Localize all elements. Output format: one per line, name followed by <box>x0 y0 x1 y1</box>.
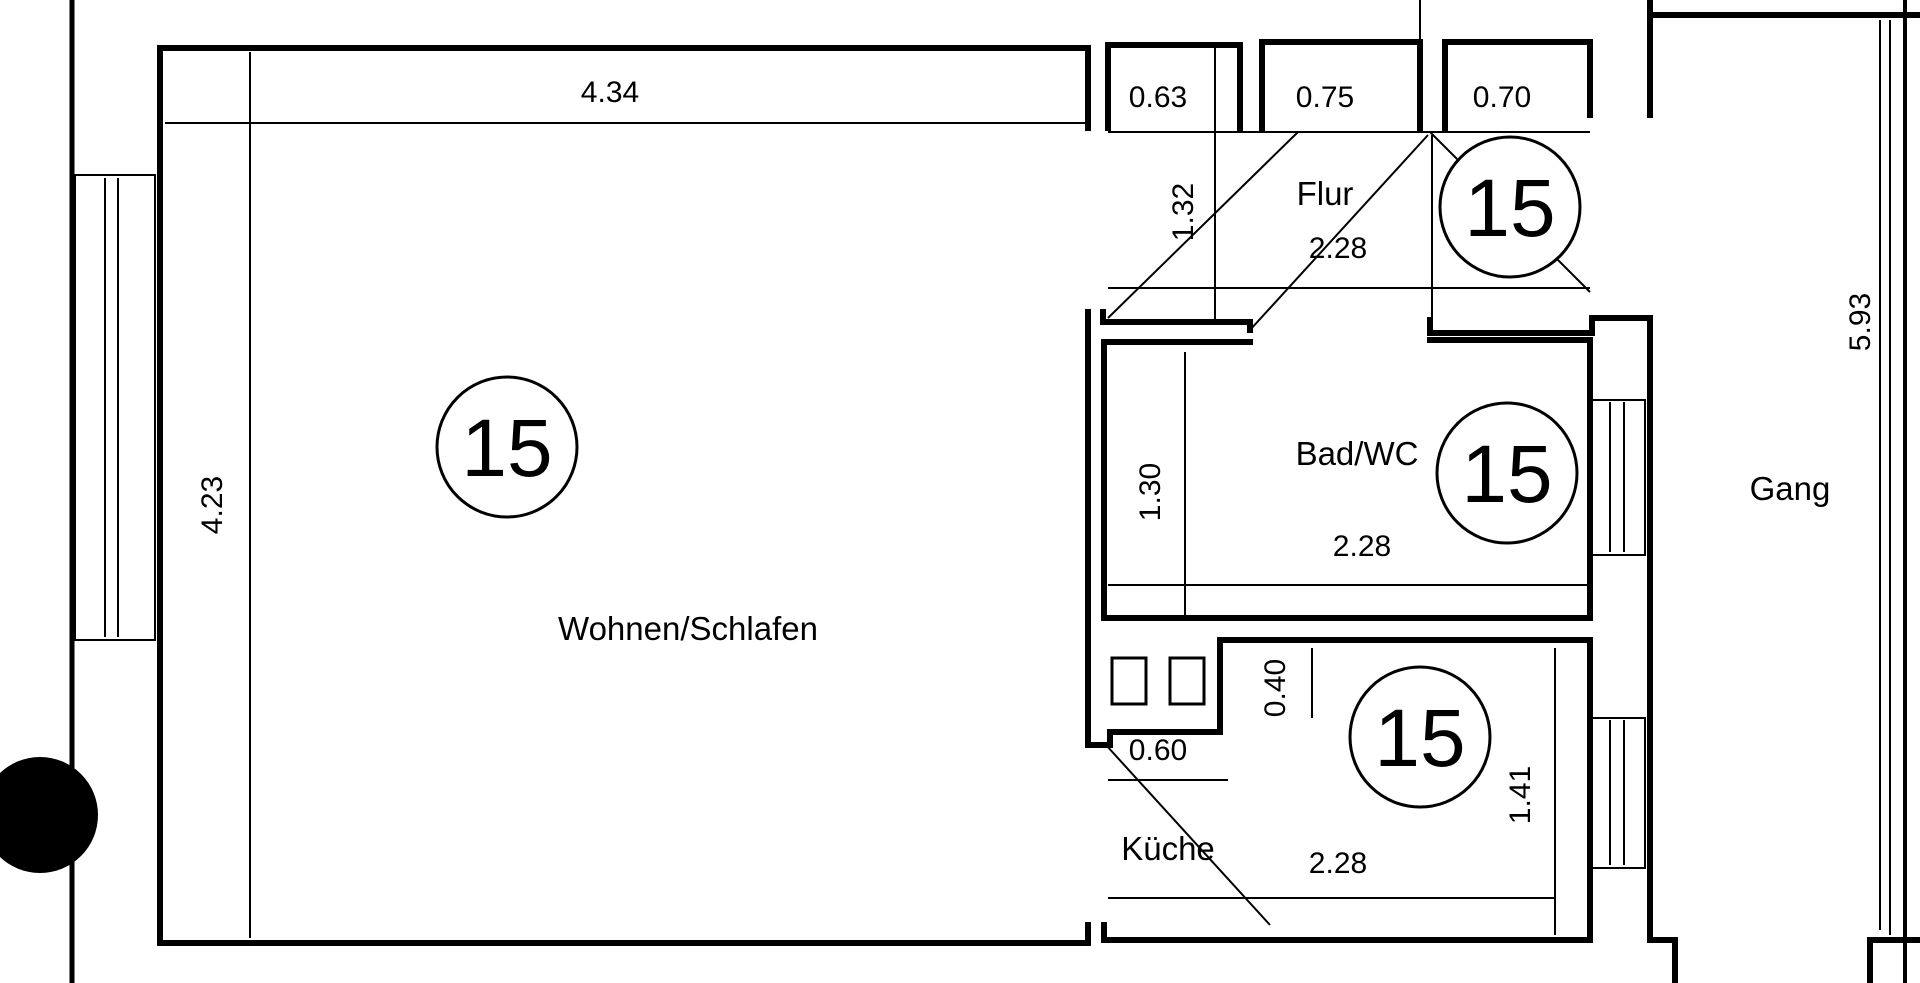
gang-area <box>1589 0 1920 983</box>
dim-bad-height: 1.30 <box>1134 463 1167 521</box>
dim-gang-length: 5.93 <box>1844 293 1877 351</box>
left-window <box>74 174 156 641</box>
badge-kueche: 15 <box>1348 665 1492 809</box>
dim-bad-width: 2.28 <box>1333 530 1391 563</box>
dim-kueche-shaft-width: 0.60 <box>1129 734 1187 767</box>
room-label-kueche: Küche <box>1121 830 1215 867</box>
closets <box>1105 0 1653 131</box>
dimension-labels: 4.34 4.23 0.63 0.75 0.70 1.32 2.28 1.30 … <box>196 76 1877 880</box>
badge-kueche-number: 15 <box>1374 693 1465 784</box>
room-kueche <box>1101 637 1646 943</box>
badge-flur-number: 15 <box>1464 163 1555 254</box>
room-flur <box>1100 131 1595 336</box>
room-label-bad: Bad/WC <box>1296 435 1419 472</box>
room-labels: Wohnen/Schlafen Flur Bad/WC Küche Gang <box>558 175 1830 867</box>
dimension-lines <box>165 20 1891 938</box>
shaft-2 <box>1168 656 1206 706</box>
bath-window <box>1591 399 1646 556</box>
dim-flur-height: 1.32 <box>1167 183 1200 241</box>
left-facade <box>0 0 156 983</box>
badge-wohnen: 15 <box>435 375 579 519</box>
badge-bad-number: 15 <box>1461 429 1552 520</box>
dim-wohnen-width: 4.34 <box>581 76 639 109</box>
dim-wohnen-height: 4.23 <box>196 476 229 534</box>
dim-flur-width: 2.28 <box>1309 232 1367 265</box>
room-badges: 15 15 15 15 <box>435 135 1582 809</box>
shaft-1 <box>1110 656 1148 706</box>
dim-closet-b: 0.75 <box>1296 81 1354 114</box>
room-label-gang: Gang <box>1750 470 1831 507</box>
badge-wohnen-number: 15 <box>461 403 552 494</box>
dim-kueche-height: 1.41 <box>1504 766 1537 824</box>
dim-closet-a: 0.63 <box>1129 81 1187 114</box>
kitchen-window <box>1591 717 1646 869</box>
dim-kueche-shaft-depth: 0.40 <box>1259 659 1292 717</box>
room-label-wohnen: Wohnen/Schlafen <box>558 610 818 647</box>
room-wohnen <box>157 45 1239 946</box>
badge-flur: 15 <box>1438 135 1582 279</box>
dim-closet-c: 0.70 <box>1473 81 1531 114</box>
dim-kueche-width: 2.28 <box>1309 847 1367 880</box>
ink-blot <box>0 757 98 873</box>
room-bad <box>1101 337 1646 621</box>
room-label-flur: Flur <box>1297 175 1354 212</box>
badge-bad: 15 <box>1435 401 1579 545</box>
